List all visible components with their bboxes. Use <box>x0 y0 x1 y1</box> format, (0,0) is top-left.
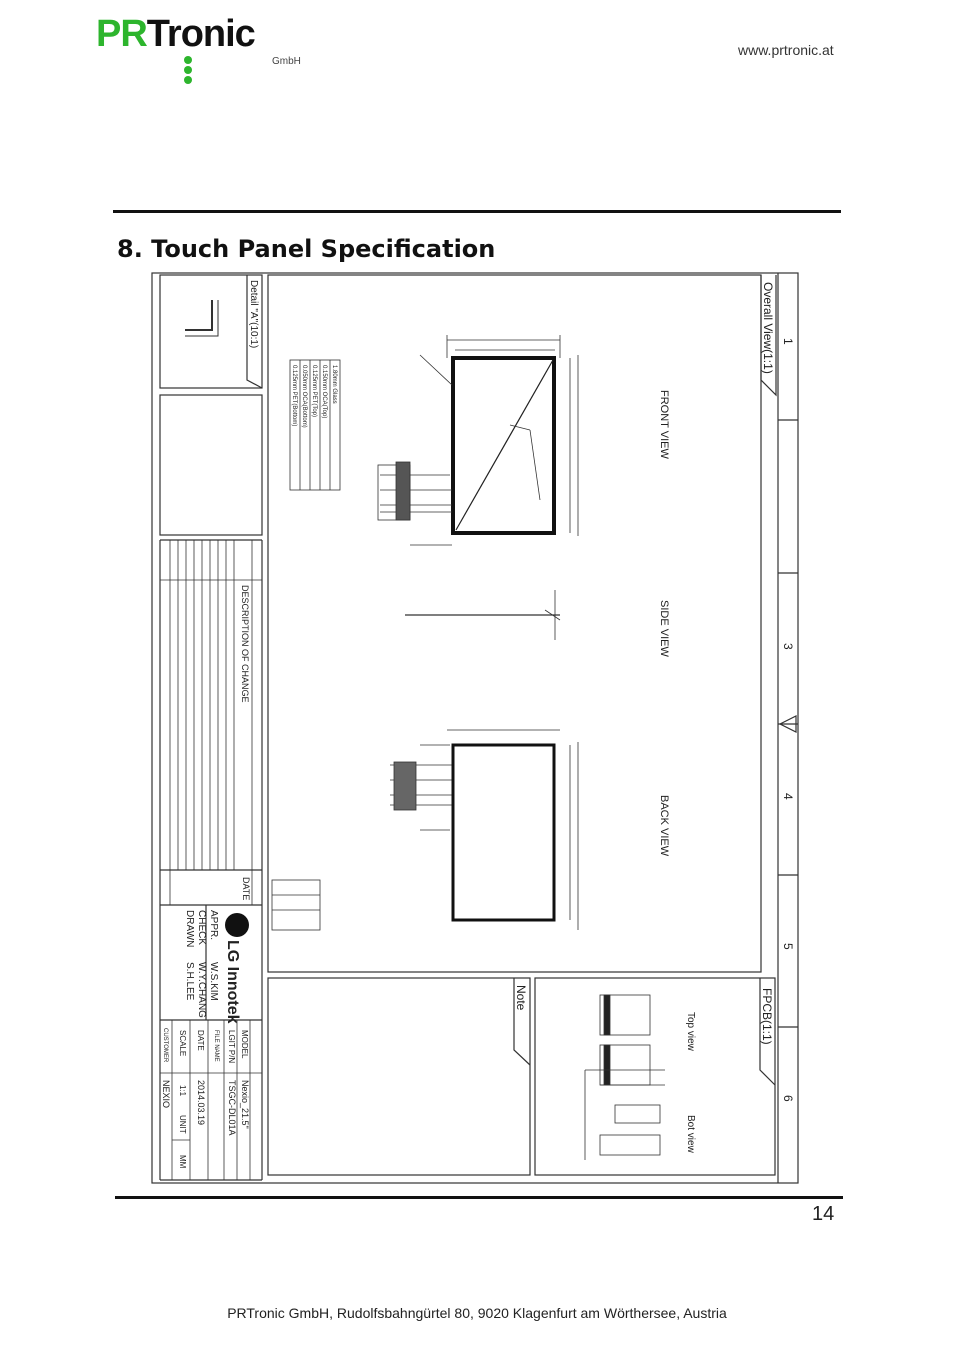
date-value: 2014.03.19 <box>196 1080 206 1126</box>
fpcb-top-view-label: Top view <box>685 1012 696 1051</box>
side-view-label: SIDE VIEW <box>658 600 670 657</box>
zone-number-3: 3 <box>781 643 795 650</box>
stack-layer: 0.125mm PET(Top) <box>311 365 317 418</box>
pn-value: TSGC-DL01A <box>227 1080 237 1136</box>
fpcb-bot-view-label: Bot view <box>685 1115 696 1153</box>
logo-gmbh: GmbH <box>272 56 301 67</box>
scale-label: SCALE <box>178 1030 187 1057</box>
file-name-label: FILE NAME <box>213 1030 219 1062</box>
stack-layer: 0.125mm PET(Bottom) <box>291 365 297 427</box>
detail-a-label: Detail "A"(10:1) <box>248 280 259 349</box>
logo-tronic: Tronic <box>146 13 256 55</box>
top-rule <box>113 210 841 213</box>
model-label: MODEL <box>240 1030 249 1059</box>
check-label: CHECK <box>196 910 207 946</box>
note-label: Note <box>514 985 528 1011</box>
zone-number-5: 5 <box>781 943 795 950</box>
front-view-label: FRONT VIEW <box>658 390 670 459</box>
unit-value: MM <box>178 1155 187 1169</box>
zone-number-4: 4 <box>781 793 795 800</box>
footer-address: PRTronic GmbH, Rudolfsbahngürtel 80, 902… <box>227 1305 727 1321</box>
stack-layer: 1.80mm Glass <box>331 365 337 404</box>
zone-number-1: 1 <box>781 338 795 345</box>
revision-date-header: DATE <box>241 877 251 901</box>
unit-label: UNIT <box>178 1115 187 1134</box>
company-logo: PRTronic GmbH <box>96 13 301 84</box>
zone-number-6: 6 <box>781 1095 795 1102</box>
stack-layer: 0.150mm OCA(Top) <box>321 365 327 419</box>
section-title: 8. Touch Panel Specification <box>117 235 496 263</box>
scale-value: 1:1 <box>178 1085 187 1097</box>
revision-description-header: DESCRIPTION OF CHANGE <box>240 585 250 703</box>
bottom-rule <box>115 1196 843 1199</box>
page-number: 14 <box>812 1203 835 1225</box>
website-url: www.prtronic.at <box>738 42 834 58</box>
customer-label: CUSTOMER <box>162 1028 168 1063</box>
appr-label: APPR. <box>208 910 219 941</box>
pn-label: LGIT P/N <box>227 1030 236 1064</box>
drawn-value: S.H.LEE <box>184 962 195 1001</box>
stack-layer: 0.050mm OCA(Bottom) <box>301 365 307 428</box>
back-view-label: BACK VIEW <box>658 795 670 857</box>
customer-value: NEXIO <box>161 1080 171 1109</box>
overall-view-label: Overall View(1:1) <box>761 282 775 374</box>
check-value: W.Y.CHANG <box>196 962 207 1018</box>
date-label: DATE <box>196 1030 205 1051</box>
fpcb-label: FPCB(1:1) <box>760 988 774 1045</box>
lg-innotek-logo: LG Innotek <box>224 940 241 1024</box>
model-value: Nexio_21.5" <box>240 1080 250 1129</box>
drawn-label: DRAWN <box>184 910 195 948</box>
logo-pr: PR <box>96 13 148 55</box>
appr-value: W.S.KIM <box>208 962 219 1001</box>
